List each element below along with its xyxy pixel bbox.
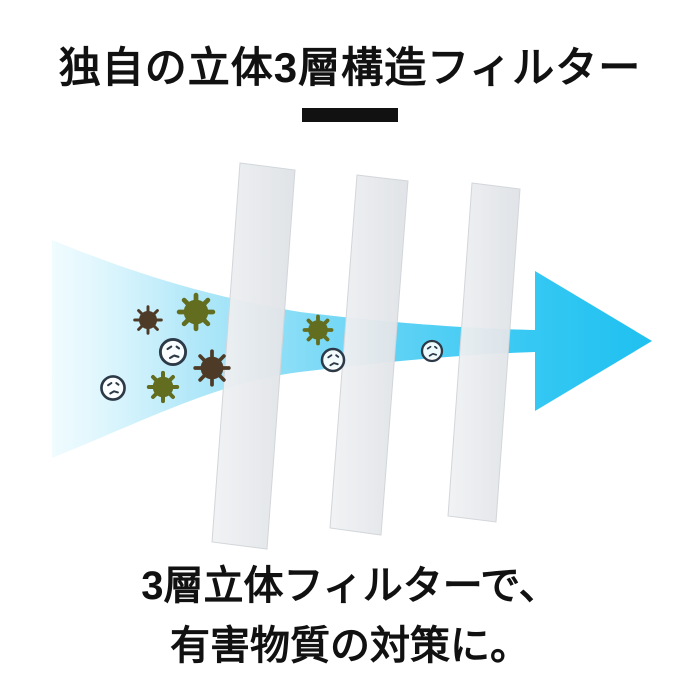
page-title: 独自の立体3層構造フィルター bbox=[58, 44, 642, 91]
filter-panel-2 bbox=[329, 174, 409, 536]
caption: 3層立体フィルターで、 有害物質の対策に。 bbox=[0, 556, 700, 676]
germ-icon bbox=[179, 295, 213, 329]
title-underline-bar bbox=[302, 108, 398, 122]
bacteria-icon bbox=[100, 375, 126, 401]
filter-panel-1 bbox=[211, 162, 296, 550]
germ-icon bbox=[302, 314, 334, 346]
bacteria-icon bbox=[158, 337, 188, 367]
filter-panel-3 bbox=[447, 182, 521, 523]
germ-icon bbox=[146, 370, 180, 404]
virus-icon bbox=[133, 305, 163, 335]
caption-line-2: 有害物質の対策に。 bbox=[170, 624, 530, 668]
bacteria-icon bbox=[320, 347, 346, 373]
virus-icon bbox=[193, 349, 231, 387]
filter-diagram bbox=[52, 162, 652, 550]
bacteria-icon bbox=[420, 339, 444, 363]
caption-line-1: 3層立体フィルターで、 bbox=[141, 564, 559, 608]
particle-zone-3 bbox=[420, 339, 444, 363]
